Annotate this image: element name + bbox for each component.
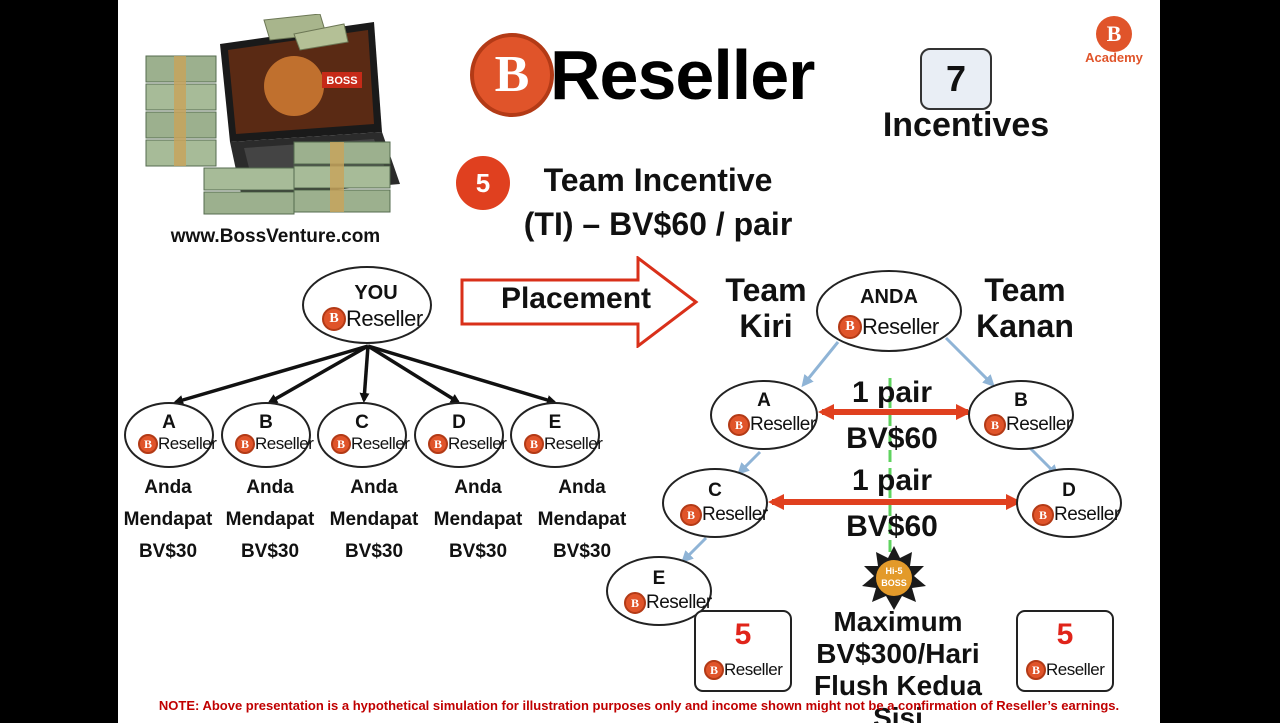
reseller-b-icon: B: [470, 33, 554, 117]
you-node-logo: B Reseller: [322, 306, 423, 332]
slide: BOSS www.BossVenture.com B Reseller B Ac…: [118, 0, 1160, 723]
reseller-b-icon: B: [331, 434, 351, 454]
maximum-text: Maximum BV$300/Hari Flush Kedua Sisi: [813, 606, 982, 723]
reseller-b-icon: B: [235, 434, 255, 454]
reseller-b-icon: B: [624, 592, 646, 614]
reseller-b-icon: B: [728, 414, 750, 436]
you-node: YOU B Reseller: [302, 266, 432, 344]
reseller-b-icon: B: [984, 414, 1006, 436]
node-letter: C: [708, 480, 722, 501]
incentive-count-box: 7: [920, 48, 992, 110]
academy-b-icon: B: [1096, 16, 1132, 52]
academy-label: Academy: [1085, 50, 1143, 65]
left-tree-arrows: [173, 344, 557, 405]
you-node-label: YOU: [354, 282, 398, 304]
pair1-value: BV$60: [846, 422, 938, 455]
incentives-label: Incentives: [882, 106, 1050, 144]
anda-node-logo: B Reseller: [838, 314, 939, 340]
reseller-b-icon: B: [838, 315, 862, 339]
section-number-badge: 5: [456, 156, 510, 210]
reseller-b-icon: B: [322, 307, 346, 331]
pair2-label: 1 pair: [851, 464, 933, 497]
disclaimer-note: NOTE: Above presentation is a hypothetic…: [158, 698, 1120, 713]
laptop-sign-text: BOSS: [326, 75, 357, 87]
node-letter: C: [355, 412, 369, 433]
academy-logo: B Academy: [1076, 16, 1152, 65]
reseller-title: Reseller: [550, 36, 815, 114]
node-letter: E: [548, 412, 562, 433]
badge-line2: BOSS: [881, 578, 907, 588]
badge-line1: Hi-5: [885, 566, 902, 576]
reseller-b-icon: B: [680, 504, 702, 526]
node-letter: E: [652, 568, 666, 589]
reseller-b-icon: B: [138, 434, 158, 454]
reseller-logo: B Reseller: [470, 30, 840, 120]
anda-node-label: ANDA: [860, 286, 918, 308]
section-title-line2: (TI) – BV$60 / pair: [523, 206, 793, 242]
anda-node: ANDA B Reseller: [816, 270, 962, 352]
box-count: 5: [734, 618, 752, 651]
pair2-value: BV$60: [846, 510, 938, 543]
placement-label: Placement: [500, 282, 652, 315]
reseller-b-icon: B: [704, 660, 724, 680]
reseller-b-icon: B: [1032, 504, 1054, 526]
placement-arrow: Placement: [460, 254, 700, 350]
reseller-text: Reseller: [346, 306, 423, 331]
website-label: www.BossVenture.com: [170, 226, 381, 247]
node-letter: A: [162, 412, 176, 433]
box-count: 5: [1056, 618, 1074, 651]
section-title-line1: Team Incentive: [543, 162, 773, 198]
node-letter: D: [452, 412, 466, 433]
laptop-money-illustration: BOSS: [144, 13, 404, 226]
reseller-b-icon: B: [1026, 660, 1046, 680]
node-letter: A: [757, 390, 771, 411]
reseller-b-icon: B: [524, 434, 544, 454]
reseller-b-icon: B: [428, 434, 448, 454]
pair1-label: 1 pair: [851, 376, 933, 409]
hi5-boss-badge: Hi-5 BOSS: [860, 546, 928, 610]
node-letter: D: [1062, 480, 1076, 501]
node-letter: B: [1014, 390, 1028, 411]
node-letter: B: [259, 412, 273, 433]
